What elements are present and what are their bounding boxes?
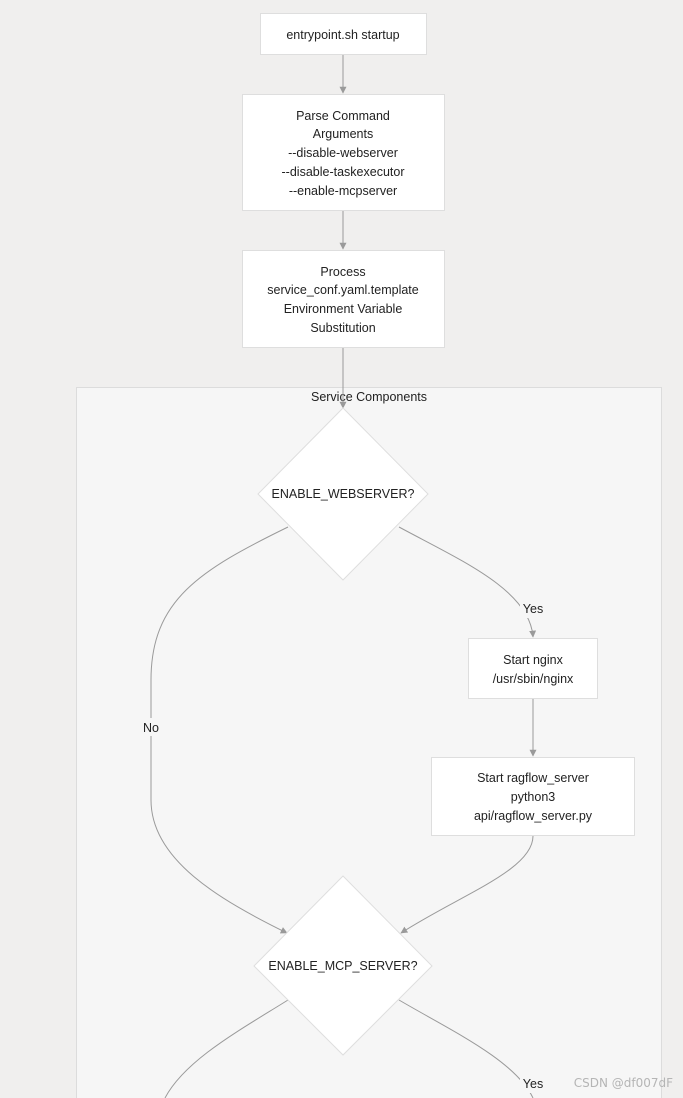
node-start-ragflow-server: Start ragflow_server python3 api/ragflow… xyxy=(431,757,635,836)
node-label-line: Start nginx xyxy=(503,653,564,667)
node-label-line: --disable-webserver xyxy=(288,146,398,160)
edge-label-webserver-no: No xyxy=(139,718,163,736)
svg-text:Yes: Yes xyxy=(523,602,543,616)
edge-label-webserver-yes: Yes xyxy=(520,600,546,618)
node-enable-mcp-server-decision: ENABLE_MCP_SERVER? xyxy=(253,875,433,1056)
svg-text:No: No xyxy=(143,721,159,735)
edge-mcp-no xyxy=(164,999,289,1098)
edge-label-mcp-yes: Yes xyxy=(520,1075,546,1093)
edge-webserver-no xyxy=(150,526,289,934)
node-entrypoint-startup: entrypoint.sh startup xyxy=(260,13,427,55)
node-label-line: python3 xyxy=(511,790,556,804)
node-label-line: Arguments xyxy=(313,127,373,141)
node-label-line: api/ragflow_server.py xyxy=(474,809,593,823)
node-label: ENABLE_WEBSERVER? xyxy=(272,487,415,501)
node-label-line: Parse Command xyxy=(296,109,390,123)
node-label-line: Environment Variable xyxy=(284,302,403,316)
node-label: ENABLE_MCP_SERVER? xyxy=(268,959,417,973)
edge-ragflow-to-mcp xyxy=(400,835,534,934)
node-label-line: --disable-taskexecutor xyxy=(282,165,405,179)
svg-text:Yes: Yes xyxy=(523,1077,543,1091)
watermark: CSDN @df007dF xyxy=(573,1076,673,1090)
cluster-title: Service Components xyxy=(311,390,427,404)
node-label-line: Start ragflow_server xyxy=(477,771,589,785)
node-process-service-conf: Process service_conf.yaml.template Envir… xyxy=(242,250,445,348)
node-label: entrypoint.sh startup xyxy=(286,28,399,42)
edge-webserver-yes xyxy=(398,526,537,638)
node-label-line: Process xyxy=(320,265,365,279)
node-label-line: /usr/sbin/nginx xyxy=(493,672,574,686)
node-start-nginx: Start nginx /usr/sbin/nginx xyxy=(468,638,598,699)
node-label-line: service_conf.yaml.template xyxy=(267,283,419,297)
node-enable-webserver-decision: ENABLE_WEBSERVER? xyxy=(257,407,429,581)
node-label-line: Substitution xyxy=(310,321,375,335)
node-label-line: --enable-mcpserver xyxy=(289,184,397,198)
node-parse-command-arguments: Parse Command Arguments --disable-webser… xyxy=(242,94,445,211)
